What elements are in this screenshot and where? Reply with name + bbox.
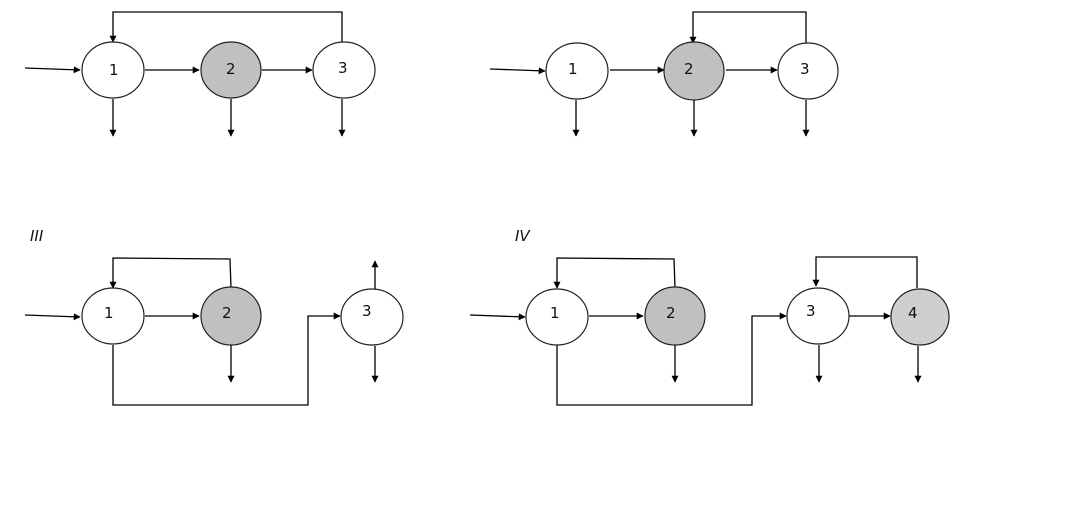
panel-1: 1 2 3: [24, 11, 376, 137]
p3-input-arrow: [24, 313, 81, 321]
p3-node-2-circle: [200, 286, 262, 346]
p2-node-3: 3: [777, 42, 839, 100]
p2-node-2: 2: [663, 41, 725, 101]
p4-recycle-2-to-1: [553, 257, 676, 289]
p2-recycle-3-to-2: [689, 11, 807, 44]
p3-node-1: 1: [81, 287, 145, 345]
p4-node-4: 4: [890, 288, 950, 346]
p4-node-2-circle: [644, 286, 706, 346]
p4-node-3: 3: [786, 287, 850, 345]
p3-bypass-1-to-3: [112, 312, 341, 406]
p1-node-2-label: 2: [226, 60, 236, 78]
panel-3: III 1 2 3: [24, 227, 404, 406]
p3-node-3-circle: [340, 288, 404, 346]
p4-node-4-label: 4: [908, 304, 918, 322]
p4-node-2-label: 2: [666, 304, 676, 322]
p4-node-1-circle: [525, 288, 589, 346]
p2-node-1: 1: [545, 42, 609, 100]
p2-node-2-label: 2: [684, 60, 694, 78]
panel-4: IV 1 2 3 4: [469, 227, 950, 406]
p4-input-arrow: [469, 313, 526, 321]
p1-node-3-circle: [312, 41, 376, 99]
p4-node-1-label: 1: [550, 304, 560, 322]
p3-node-2-label: 2: [222, 304, 232, 322]
p4-bypass-1-to-3: [556, 312, 787, 406]
p3-node-2: 2: [200, 286, 262, 346]
p1-node-3: 3: [312, 41, 376, 99]
p3-node-1-circle: [81, 287, 145, 345]
p2-node-1-circle: [545, 42, 609, 100]
p3-node-1-label: 1: [104, 304, 114, 322]
panel-4-label: IV: [515, 227, 531, 245]
p4-node-2: 2: [644, 286, 706, 346]
p1-node-2-circle: [200, 41, 262, 99]
p1-node-2: 2: [200, 41, 262, 99]
p1-node-3-label: 3: [338, 59, 348, 77]
p2-node-3-label: 3: [800, 60, 810, 78]
p3-recycle-2-to-1: [109, 257, 232, 289]
panel-2: 1 2 3: [489, 11, 839, 137]
p1-node-1-circle: [81, 41, 145, 99]
p4-node-3-label: 3: [806, 302, 816, 320]
p4-node-3-circle: [786, 287, 850, 345]
p2-node-3-circle: [777, 42, 839, 100]
p1-node-1-label: 1: [109, 61, 119, 79]
p4-node-4-circle: [890, 288, 950, 346]
p1-input-arrow: [24, 66, 81, 74]
p1-recycle-3-to-1: [109, 11, 343, 43]
p2-node-2-circle: [663, 41, 725, 101]
p2-node-1-label: 1: [568, 60, 578, 78]
p3-node-3-label: 3: [362, 302, 372, 320]
p2-input-arrow: [489, 67, 546, 75]
p3-node-3: 3: [340, 288, 404, 346]
p1-node-1: 1: [81, 41, 145, 99]
p4-recycle-4-to-3: [812, 256, 918, 288]
panel-3-label: III: [30, 227, 44, 245]
p4-node-1: 1: [525, 288, 589, 346]
